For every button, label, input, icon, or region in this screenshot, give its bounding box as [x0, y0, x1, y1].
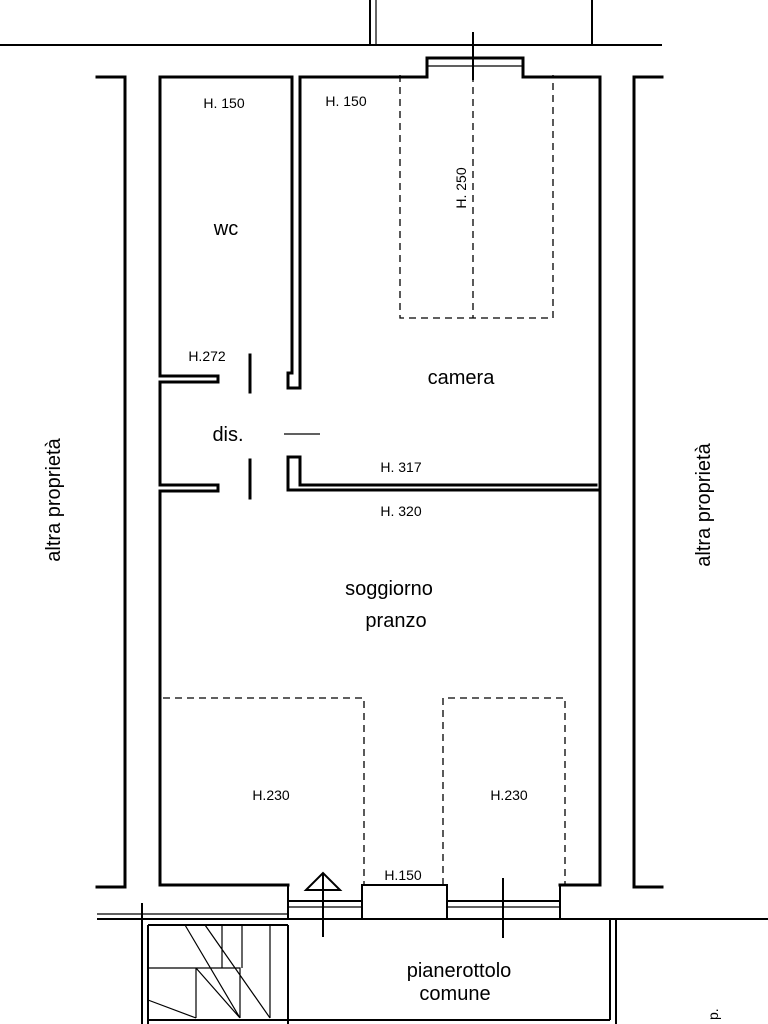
- height-soggiorno-top: H. 320: [380, 503, 421, 519]
- height-camera-bed: H. 250: [453, 167, 469, 208]
- camera-bed-outline: [399, 32, 554, 319]
- label-pianerottolo: pianerottolo: [407, 960, 512, 982]
- height-loft-right: H.230: [490, 787, 528, 803]
- label-side-left: altra proprietà: [43, 437, 65, 561]
- loft-right-outline: [442, 697, 566, 885]
- height-dis-wall: H.272: [188, 348, 226, 364]
- label-dis: dis.: [212, 424, 243, 446]
- label-pranzo: pranzo: [365, 610, 426, 632]
- label-camera: camera: [428, 367, 496, 389]
- height-camera-bottom: H. 317: [380, 459, 421, 475]
- label-corner-p: p.: [705, 1008, 721, 1020]
- left-party-wall: [95, 75, 127, 889]
- height-wc-top: H. 150: [203, 95, 244, 111]
- outer-walls: [158, 56, 602, 887]
- label-side-right: altra proprietà: [693, 442, 715, 566]
- height-loft-left: H.230: [252, 787, 290, 803]
- height-entry: H.150: [384, 867, 422, 883]
- label-comune: comune: [419, 983, 490, 1005]
- entrance-arrow-icon: [303, 871, 343, 937]
- stair-block: [141, 903, 617, 1024]
- loft-left-outline: [163, 697, 365, 885]
- height-camera-top: H. 150: [325, 93, 366, 109]
- bottom-wall: [287, 884, 561, 920]
- label-wc: wc: [213, 218, 238, 240]
- right-party-wall: [632, 75, 664, 889]
- label-soggiorno: soggiorno: [345, 578, 433, 600]
- top-building-outline: [0, 0, 662, 46]
